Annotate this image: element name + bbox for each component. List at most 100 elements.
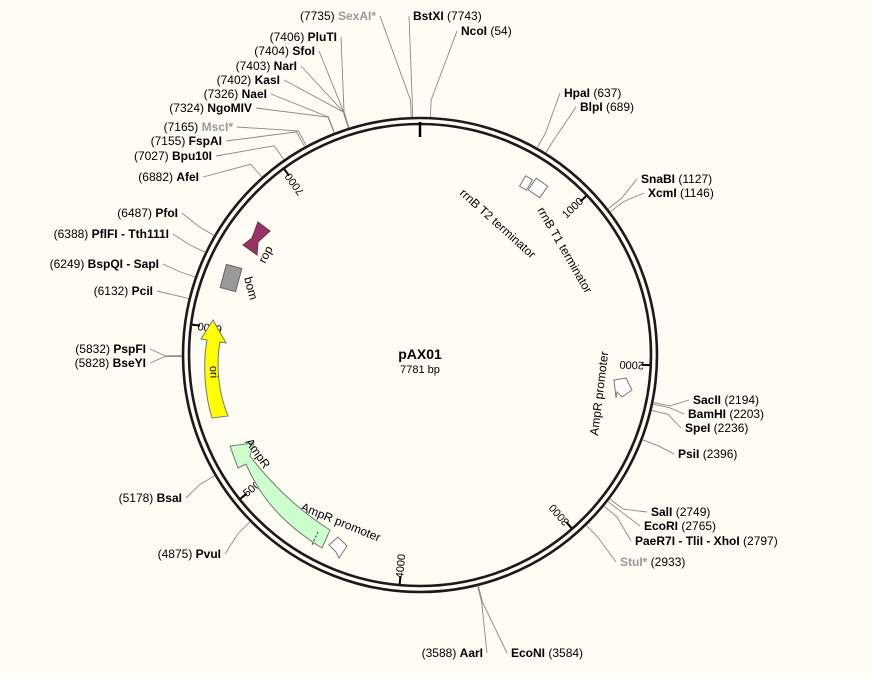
site-label-text: (6487) PfoI	[117, 206, 178, 220]
site-label-text: (7406) PluTI	[270, 30, 337, 44]
site-label[interactable]: NcoI (54)	[461, 24, 512, 38]
site-label-text: (7165) MscI*	[164, 120, 234, 134]
site-position: (637)	[590, 86, 621, 100]
site-label[interactable]: (5178) BsaI	[119, 491, 182, 505]
site-label-text: BlpI (689)	[580, 100, 634, 114]
site-position: (6132)	[94, 284, 132, 298]
site-label[interactable]: (6487) PfoI	[117, 206, 178, 220]
site-label[interactable]: (4875) PvuI	[158, 547, 221, 561]
site-label[interactable]: (3588) AarI	[422, 646, 483, 660]
site-label[interactable]: SnaBI (1127)	[641, 172, 712, 186]
site-label[interactable]: HpaI (637)	[564, 86, 621, 100]
site-label-text: EcoRI (2765)	[644, 519, 716, 533]
site-label-text: StuI* (2933)	[620, 555, 685, 569]
site-position: (6249)	[50, 257, 88, 271]
site-label-text: PsiI (2396)	[678, 447, 737, 461]
site-position: (1146)	[677, 186, 714, 200]
site-label[interactable]: BstXI (7743)	[413, 9, 482, 23]
site-position: (5832)	[75, 342, 113, 356]
site-label[interactable]: BlpI (689)	[580, 100, 634, 114]
site-label[interactable]: SacII (2194)	[693, 393, 759, 407]
site-label-text: (6132) PciI	[94, 284, 153, 298]
site-label[interactable]: (7406) PluTI	[270, 30, 337, 44]
site-label-text: (7403) NarI	[236, 59, 297, 73]
site-name: EcoRI	[644, 519, 678, 533]
site-name: SnaBI	[641, 172, 675, 186]
site-label-text: BstXI (7743)	[413, 9, 482, 23]
site-label[interactable]: SpeI (2236)	[685, 421, 748, 435]
site-name: PsiI	[678, 447, 699, 461]
site-label[interactable]: (7165) MscI*	[164, 120, 234, 134]
site-position: (2194)	[721, 393, 759, 407]
site-name: BlpI	[580, 100, 603, 114]
site-name: KasI	[255, 73, 280, 87]
site-label-text: (7027) Bpu10I	[134, 149, 212, 163]
site-label[interactable]: EcoNI (3584)	[511, 646, 583, 660]
site-name: NgoMIV	[207, 101, 252, 115]
site-label-text: (7735) SexAI*	[300, 9, 376, 23]
site-position: (2765)	[678, 519, 716, 533]
site-position: (7165)	[164, 120, 202, 134]
site-position: (7402)	[217, 73, 255, 87]
site-label[interactable]: (7324) NgoMIV	[169, 101, 252, 115]
site-label-text: (6882) AfeI	[138, 170, 199, 184]
site-label-text: EcoNI (3584)	[511, 646, 583, 660]
site-label[interactable]: StuI* (2933)	[620, 555, 685, 569]
site-label[interactable]: (7027) Bpu10I	[134, 149, 212, 163]
site-name: PaeR7I - TliI - XhoI	[635, 534, 740, 548]
site-label[interactable]: PaeR7I - TliI - XhoI (2797)	[635, 534, 778, 548]
site-position: (54)	[487, 24, 512, 38]
site-label[interactable]: BamHI (2203)	[688, 407, 764, 421]
site-position: (4875)	[158, 547, 196, 561]
site-label[interactable]: (7402) KasI	[217, 73, 280, 87]
site-label[interactable]: XcmI (1146)	[648, 186, 714, 200]
site-name: PflFI - Tth111I	[92, 227, 169, 241]
site-name: BamHI	[688, 407, 726, 421]
site-label[interactable]: PsiI (2396)	[678, 447, 737, 461]
scale-tick-label: 2000	[619, 358, 644, 371]
site-position: (1127)	[675, 172, 712, 186]
site-label-text: (7155) FspAI	[151, 134, 222, 148]
site-label[interactable]: SalI (2749)	[651, 505, 710, 519]
site-label-text: (6388) PflFI - Tth111I	[54, 227, 169, 241]
site-label[interactable]: (6132) PciI	[94, 284, 153, 298]
site-label-text: (5828) BseYI	[75, 356, 146, 370]
site-label-text: SacII (2194)	[693, 393, 759, 407]
site-position: (6388)	[54, 227, 92, 241]
site-name: SalI	[651, 505, 672, 519]
site-name: MscI*	[202, 120, 234, 134]
site-label-text: (3588) AarI	[422, 646, 483, 660]
site-label[interactable]: EcoRI (2765)	[644, 519, 716, 533]
site-name: EcoNI	[511, 646, 545, 660]
site-name: SpeI	[685, 421, 710, 435]
site-label[interactable]: (6249) BspQI - SapI	[50, 257, 159, 271]
site-label[interactable]: (6388) PflFI - Tth111I	[54, 227, 169, 241]
site-label[interactable]: (7404) SfoI	[254, 44, 315, 58]
site-label[interactable]: (6882) AfeI	[138, 170, 199, 184]
site-position: (689)	[603, 100, 634, 114]
site-label-text: PaeR7I - TliI - XhoI (2797)	[635, 534, 778, 548]
site-label[interactable]: (5828) BseYI	[75, 356, 146, 370]
site-position: (7743)	[444, 9, 482, 23]
site-label-text: SnaBI (1127)	[641, 172, 712, 186]
site-name: BspQI - SapI	[88, 257, 159, 271]
site-position: (2749)	[672, 505, 710, 519]
site-label-text: (5178) BsaI	[119, 491, 182, 505]
site-label[interactable]: (7403) NarI	[236, 59, 297, 73]
site-name: FspAI	[189, 134, 222, 148]
site-label-text: HpaI (637)	[564, 86, 621, 100]
site-label[interactable]: (7326) NaeI	[204, 87, 267, 101]
site-name: AarI	[460, 646, 483, 660]
site-label[interactable]: (5832) PspFI	[75, 342, 146, 356]
site-name: PvuI	[196, 547, 221, 561]
site-label-text: NcoI (54)	[461, 24, 512, 38]
site-label-text: SalI (2749)	[651, 505, 710, 519]
site-label[interactable]: (7155) FspAI	[151, 134, 222, 148]
site-name: NcoI	[461, 24, 487, 38]
site-position: (7324)	[169, 101, 207, 115]
site-name: BsaI	[157, 491, 182, 505]
site-position: (3588)	[422, 646, 460, 660]
site-position: (7404)	[254, 44, 292, 58]
site-label[interactable]: (7735) SexAI*	[300, 9, 376, 23]
